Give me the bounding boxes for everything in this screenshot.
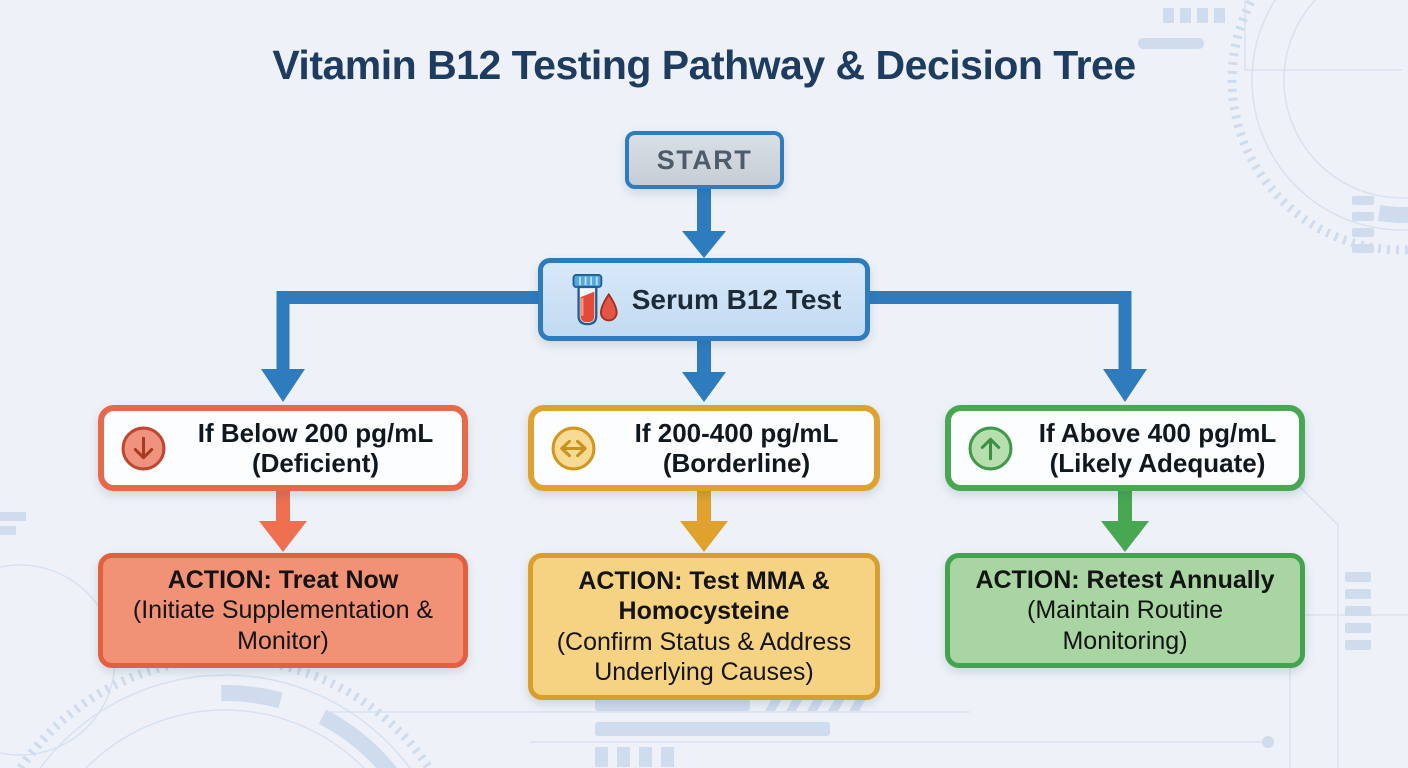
decision-adequate-text: If Above 400 pg/mL (Likely Adequate): [1038, 417, 1277, 478]
start-label: START: [656, 144, 753, 175]
decision-adequate: If Above 400 pg/mL (Likely Adequate): [945, 405, 1305, 491]
decision-borderline: If 200-400 pg/mL (Borderline): [528, 405, 880, 491]
arrow-up-circle-icon: [968, 426, 1013, 470]
decision-borderline-text: If 200-400 pg/mL (Borderline): [634, 417, 839, 478]
serum-test-label: Serum B12 Test: [631, 283, 842, 315]
start-node: START: [625, 131, 784, 189]
action-borderline-detail: (Confirm Status & Address Underlying Cau…: [556, 627, 852, 687]
action-deficient: ACTION: Treat Now (Initiate Supplementat…: [98, 553, 468, 668]
arrow-test-to-deficient: [261, 291, 540, 402]
test-tube-blood-icon: [572, 273, 618, 325]
arrow-test-to-adequate: [868, 291, 1147, 402]
action-deficient-detail: (Initiate Supplementation & Monitor): [132, 596, 434, 655]
arrow-borderline-to-action: [680, 487, 728, 552]
action-adequate: ACTION: Retest Annually (Maintain Routin…: [945, 553, 1305, 668]
action-adequate-title: ACTION: Retest Annually: [975, 565, 1275, 594]
decision-deficient: If Below 200 pg/mL (Deficient): [98, 405, 468, 491]
action-borderline-title: ACTION: Test MMA & Homocysteine: [578, 566, 830, 626]
decision-deficient-text: If Below 200 pg/mL (Deficient): [197, 417, 434, 478]
action-borderline: ACTION: Test MMA & Homocysteine (Confirm…: [528, 553, 880, 700]
arrow-left-right-circle-icon: [551, 426, 596, 470]
arrow-deficient-to-action: [259, 487, 307, 552]
serum-test-node: Serum B12 Test: [538, 258, 870, 341]
arrow-adequate-to-action: [1101, 487, 1149, 552]
arrow-start-to-test: [682, 184, 726, 258]
page-title: Vitamin B12 Testing Pathway & Decision T…: [272, 42, 1136, 88]
action-deficient-title: ACTION: Treat Now: [167, 565, 399, 594]
arrow-test-to-borderline: [682, 335, 726, 402]
action-adequate-detail: (Maintain Routine Monitoring): [1027, 596, 1223, 655]
arrow-down-circle-icon: [121, 426, 166, 470]
